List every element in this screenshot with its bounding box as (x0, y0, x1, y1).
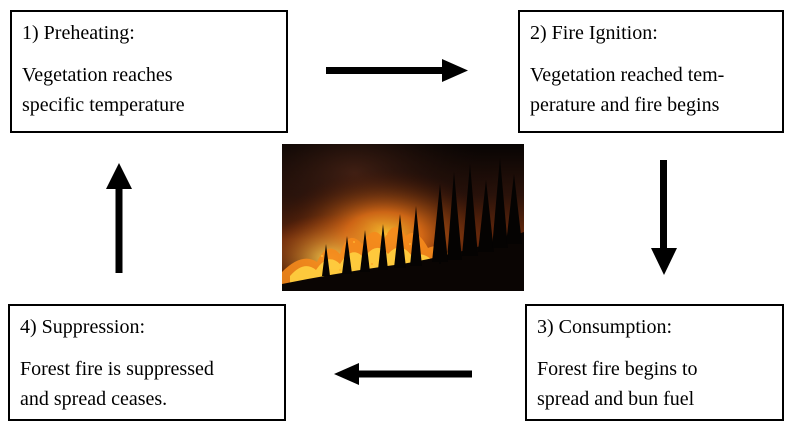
stage-box-consumption: 3) Consumption: Forest fire begins to sp… (525, 304, 784, 421)
arrow-up-icon (106, 163, 132, 273)
stage-desc-fire-ignition: Vegetation reached tem- perature and fir… (530, 60, 724, 120)
stage-title-suppression: 4) Suppression: (20, 316, 145, 338)
stage-desc-preheating: Vegetation reaches specific temperature (22, 60, 185, 120)
stage-box-fire-ignition: 2) Fire Ignition: Vegetation reached tem… (518, 10, 784, 133)
stage-desc-line: Vegetation reached tem- (530, 64, 725, 86)
stage-desc-line: and spread ceases. (20, 388, 168, 410)
stage-desc-line: spread and bun fuel (537, 388, 695, 410)
stage-title-preheating: 1) Preheating: (22, 22, 135, 44)
stage-desc-line: perature and fire begins (530, 94, 720, 116)
arrow-left-icon (334, 363, 472, 385)
stage-desc-consumption: Forest fire begins to spread and bun fue… (537, 354, 698, 414)
stage-desc-suppression: Forest fire is suppressed and spread cea… (20, 354, 214, 414)
stage-desc-line: Forest fire is suppressed (20, 358, 214, 380)
arrow-right-icon (326, 59, 468, 82)
forest-fire-photo-icon (282, 144, 524, 291)
stage-desc-line: Forest fire begins to (537, 358, 698, 380)
stage-box-suppression: 4) Suppression: Forest fire is suppresse… (8, 304, 286, 421)
stage-title-fire-ignition: 2) Fire Ignition: (530, 22, 658, 44)
arrow-down-icon (651, 160, 677, 275)
stage-title-consumption: 3) Consumption: (537, 316, 673, 338)
stage-box-preheating: 1) Preheating: Vegetation reaches specif… (10, 10, 288, 133)
stage-desc-line: Vegetation reaches (22, 64, 173, 86)
stage-desc-line: specific temperature (22, 94, 185, 116)
